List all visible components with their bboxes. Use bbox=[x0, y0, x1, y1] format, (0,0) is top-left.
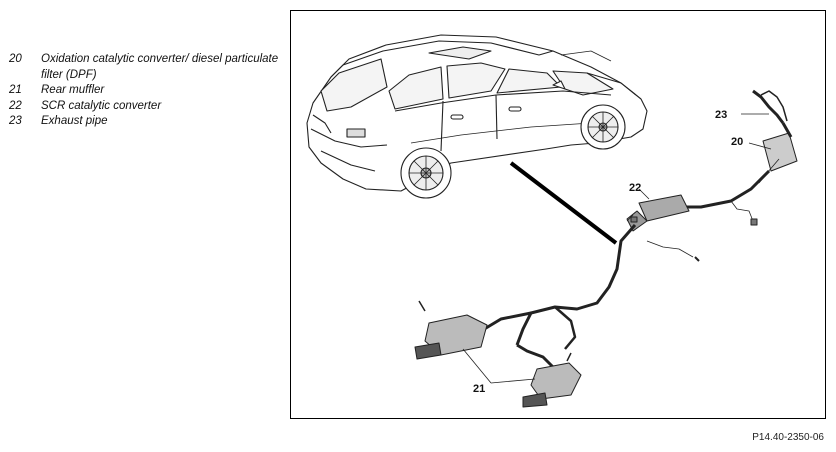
legend-list: 20 Oxidation catalytic converter/ diesel… bbox=[9, 52, 279, 130]
callout-22: 22 bbox=[629, 182, 641, 194]
legend-item-label: Exhaust pipe bbox=[41, 115, 108, 127]
pointer-line bbox=[509, 161, 618, 245]
callout-23: 23 bbox=[715, 109, 727, 121]
legend-item-label: Oxidation catalytic converter/ diesel pa… bbox=[41, 53, 279, 81]
legend-item: 21 Rear muffler bbox=[9, 83, 279, 99]
legend-item-label: SCR catalytic converter bbox=[41, 99, 162, 112]
figure-reference-id: P14.40-2350-06 bbox=[752, 432, 824, 443]
legend-item-number: 20 bbox=[9, 53, 22, 65]
illustration-frame: 23 20 22 21 bbox=[290, 10, 826, 419]
callout-21: 21 bbox=[473, 383, 485, 395]
legend-item-number: 22 bbox=[9, 99, 22, 112]
legend-item-label: Rear muffler bbox=[41, 84, 105, 96]
legend-item: 22 SCR catalytic converter bbox=[9, 99, 279, 115]
exhaust-system-illustration: 23 20 22 21 bbox=[306, 34, 798, 408]
legend-item: 23 Exhaust pipe bbox=[9, 114, 279, 130]
callout-leaders bbox=[462, 113, 772, 384]
legend-item-number: 21 bbox=[9, 84, 22, 96]
vehicle-drawing bbox=[306, 34, 648, 199]
callout-20: 20 bbox=[731, 136, 743, 148]
legend-item: 20 Oxidation catalytic converter/ diesel… bbox=[9, 52, 279, 83]
exhaust-system-drawing bbox=[414, 89, 798, 408]
legend-item-number: 23 bbox=[9, 115, 22, 127]
